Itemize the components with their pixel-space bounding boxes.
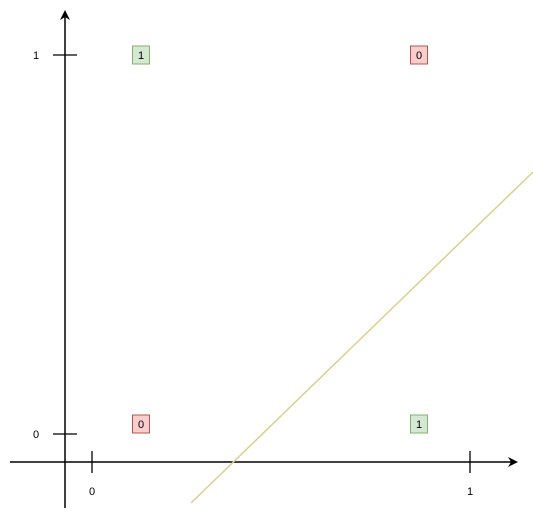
- decision-boundary-line: [190, 171, 533, 504]
- point-label: 0: [138, 419, 144, 431]
- point-box: [410, 45, 428, 65]
- x-tick-label-1: 1: [467, 486, 473, 498]
- points-layer: 1 0 0 1: [132, 45, 428, 434]
- point-box: [132, 414, 150, 434]
- y-tick-label-1: 1: [33, 50, 39, 62]
- point-label: 0: [416, 50, 422, 62]
- point-positive-3: 1: [410, 414, 428, 434]
- point-negative-2: 0: [132, 414, 150, 434]
- point-positive-0: 1: [132, 45, 150, 65]
- x-tick-label-0: 0: [89, 486, 95, 498]
- point-label: 1: [416, 419, 422, 431]
- point-box: [410, 414, 428, 434]
- y-tick-label-0: 0: [33, 429, 39, 441]
- point-box: [132, 45, 150, 65]
- point-negative-1: 0: [410, 45, 428, 65]
- point-label: 1: [138, 50, 144, 62]
